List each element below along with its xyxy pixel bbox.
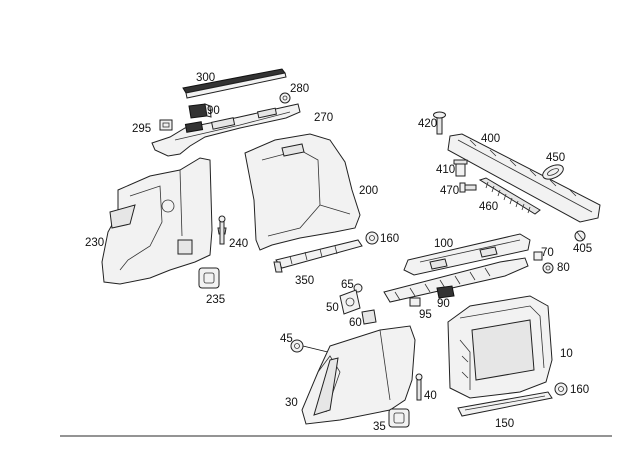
label-300: 300 [196, 72, 215, 84]
label-40: 40 [424, 390, 437, 402]
part-80-nut [542, 262, 554, 274]
label-90-lower: 90 [437, 298, 450, 310]
part-450-cap [542, 164, 564, 180]
label-230: 230 [85, 237, 104, 249]
part-90-bracket-upper [188, 103, 212, 119]
label-45: 45 [280, 333, 293, 345]
part-460-ribbed-insert [478, 177, 541, 215]
part-40-pin [415, 373, 423, 401]
label-295: 295 [132, 123, 151, 135]
part-280-clip [279, 92, 291, 104]
part-410-clip [453, 159, 468, 177]
label-420: 420 [418, 118, 437, 130]
part-30-lower-panel [301, 325, 416, 425]
label-60: 60 [349, 317, 362, 329]
part-90-bracket-lower [436, 285, 455, 299]
label-150: 150 [495, 418, 514, 430]
label-100: 100 [434, 238, 453, 250]
label-65: 65 [341, 279, 354, 291]
part-160-fastener-upper [365, 231, 379, 245]
label-70: 70 [541, 247, 554, 259]
part-405-fastener [574, 230, 586, 242]
label-50: 50 [326, 302, 339, 314]
label-80: 80 [557, 262, 570, 274]
label-470: 470 [440, 185, 459, 197]
label-400: 400 [481, 133, 500, 145]
label-240: 240 [229, 238, 248, 250]
label-10: 10 [560, 348, 573, 360]
label-30: 30 [285, 397, 298, 409]
label-95: 95 [419, 309, 432, 321]
label-270: 270 [314, 112, 333, 124]
part-300-trim-strip [182, 68, 287, 99]
part-50-bracket [339, 289, 361, 315]
label-200: 200 [359, 185, 378, 197]
label-35: 35 [373, 421, 386, 433]
part-230-side-panel [101, 157, 213, 285]
part-95-clip [409, 297, 421, 307]
part-270-rail-trim [151, 103, 301, 157]
part-10-storage-box [447, 295, 553, 399]
label-90-upper: 90 [207, 105, 220, 117]
part-150-floor-trim [457, 391, 553, 417]
part-200-quarter-panel [244, 133, 361, 251]
part-rail-assembly [383, 257, 529, 303]
part-350-lower-rail [273, 239, 363, 273]
label-405: 405 [573, 243, 592, 255]
part-100-floor-rail [403, 233, 531, 276]
part-235-cover [198, 267, 220, 289]
part-160-fastener-lower [554, 382, 568, 396]
label-160-lower: 160 [570, 384, 589, 396]
label-460: 460 [479, 201, 498, 213]
part-470-bolt [459, 182, 477, 193]
part-35-cover [388, 408, 410, 428]
label-450: 450 [546, 152, 565, 164]
part-400-loading-edge [447, 133, 601, 223]
part-60-latch [361, 309, 377, 325]
part-70-clip [533, 251, 543, 261]
label-410: 410 [436, 164, 455, 176]
part-295-clip [159, 119, 173, 131]
label-235: 235 [206, 294, 225, 306]
label-160-upper: 160 [380, 233, 399, 245]
part-240-pin [217, 215, 227, 245]
label-280: 280 [290, 83, 309, 95]
label-350: 350 [295, 275, 314, 287]
part-labels: 300 280 90 270 295 200 230 240 235 350 1… [85, 72, 592, 433]
part-420-screw [433, 111, 446, 135]
